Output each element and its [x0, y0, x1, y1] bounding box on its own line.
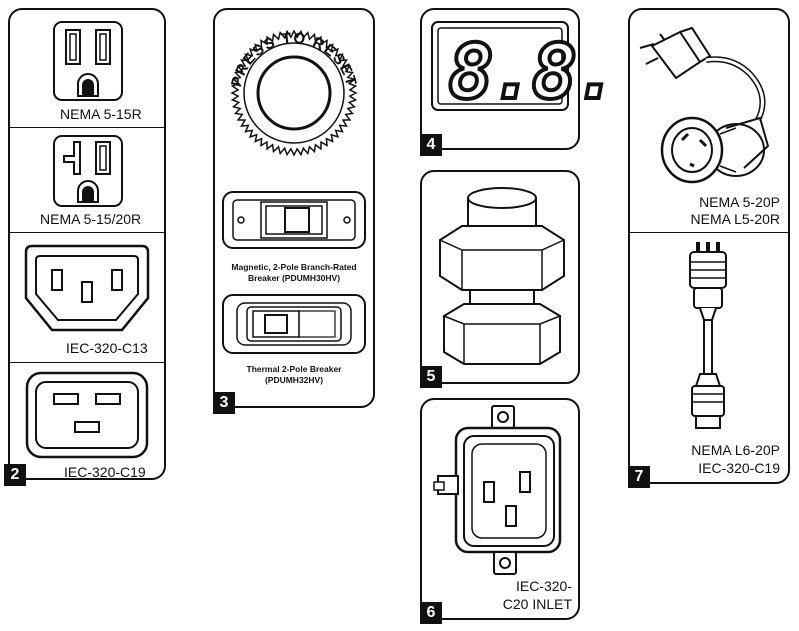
- panel-number-badge: 4: [420, 134, 442, 156]
- cord-bottom-label-line2: IEC-320-C19: [698, 460, 780, 476]
- panel-number-badge: 6: [420, 602, 442, 624]
- iec-c20-label-line1: IEC-320-: [515, 578, 572, 594]
- divider: [8, 127, 166, 128]
- iec-c19-outlet-icon: [25, 371, 149, 459]
- thermal-breaker-caption-line2: (PDUMH32HV): [264, 375, 324, 385]
- iec-c20-inlet-icon: [433, 405, 562, 575]
- svg-text:PRESS TO RESET: PRESS TO RESET: [228, 30, 360, 89]
- nema-l6-20p-c19-cord-icon: [689, 242, 727, 429]
- nema-5-15r-label: NEMA 5-15R: [60, 106, 142, 122]
- display-panel: [420, 8, 580, 150]
- nema-5-15-20r-outlet-icon: [53, 135, 123, 207]
- reset-button-icon: PRESS TO RESET: [228, 29, 360, 157]
- iec-c13-label: IEC-320-C13: [66, 340, 148, 356]
- magnetic-breaker-caption: Magnetic, 2-Pole Branch-Rated Breaker (P…: [216, 262, 372, 284]
- panel-number-badge: 2: [4, 464, 26, 486]
- led-display-icon: 8.8.: [431, 21, 621, 118]
- magnetic-breaker-caption-line2: Breaker (PDUMH30HV): [247, 273, 341, 283]
- magnetic-breaker-caption-line1: Magnetic, 2-Pole Branch-Rated: [231, 262, 357, 272]
- thermal-breaker-caption: Thermal 2-Pole Breaker (PDUMH32HV): [216, 364, 372, 386]
- display-digits: 8.8.: [448, 27, 615, 116]
- iec-c19-label: IEC-320-C19: [64, 464, 146, 480]
- nema-5-20p-l5-20r-cord-icon: [639, 26, 770, 184]
- divider: [628, 232, 790, 233]
- magnetic-breaker-icon: [222, 191, 366, 249]
- cord-top-label-line2: NEMA L5-20R: [690, 211, 780, 227]
- thermal-breaker-caption-line1: Thermal 2-Pole Breaker: [246, 364, 342, 374]
- bolt-nut-icon: [439, 187, 565, 365]
- reset-text: PRESS TO RESET: [228, 30, 359, 89]
- panel-number-badge: 5: [420, 366, 442, 388]
- thermal-breaker-icon: [222, 294, 366, 354]
- iec-c20-label-line2: C20 INLET: [502, 596, 572, 612]
- iec-c13-outlet-icon: [24, 244, 150, 332]
- divider: [8, 232, 166, 233]
- cord-bottom-label-line1: NEMA L6-20P: [691, 442, 780, 458]
- panel-number-badge: 3: [213, 392, 235, 414]
- nema-5-15r-outlet-icon: [53, 21, 123, 101]
- divider: [8, 362, 166, 363]
- cord-top-label-line1: NEMA 5-20P: [699, 194, 780, 210]
- nema-5-15-20r-label: NEMA 5-15/20R: [40, 211, 142, 227]
- panel-number-badge: 7: [628, 466, 650, 488]
